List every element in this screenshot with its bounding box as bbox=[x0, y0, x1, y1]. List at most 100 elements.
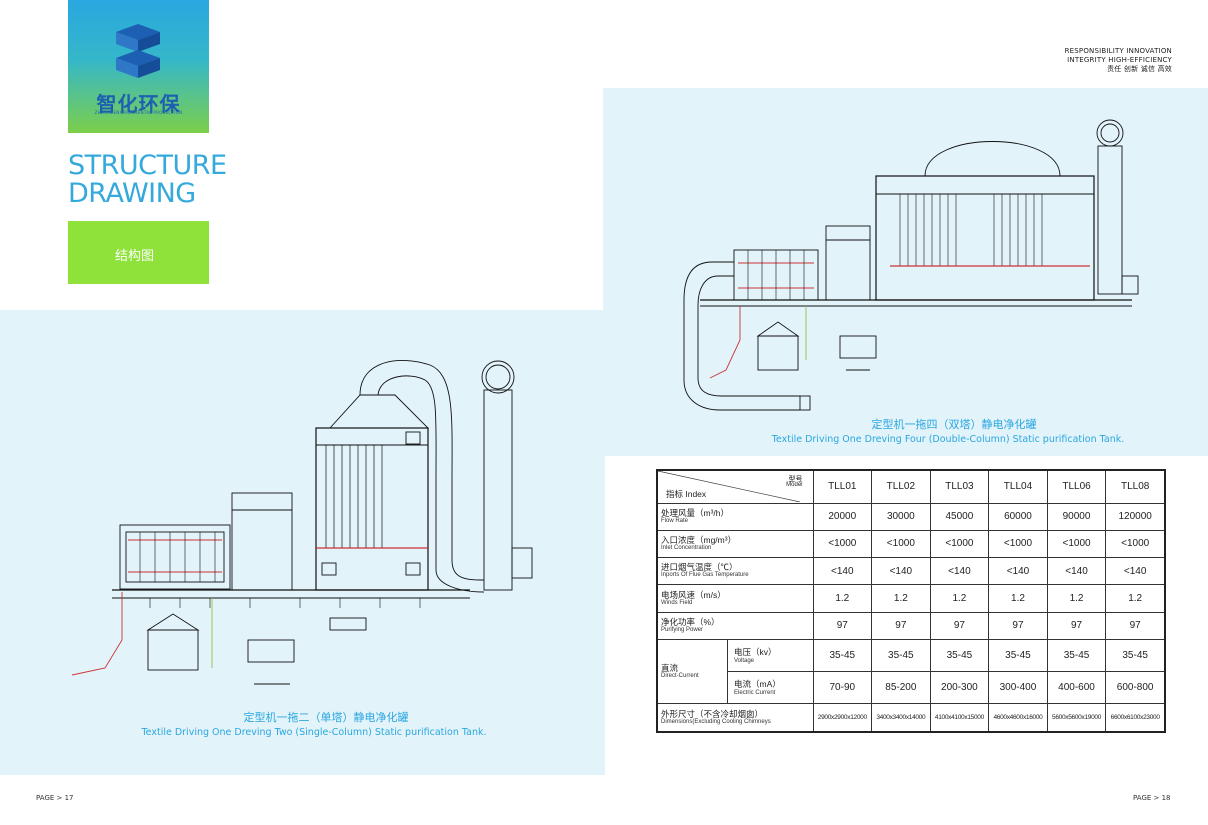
table-cell: <140 bbox=[812, 557, 873, 586]
motto-en-1: RESPONSIBILITY INNOVATION bbox=[1064, 47, 1172, 55]
right-caption-cn: 定型机一拖四（双塔）静电净化罐 bbox=[871, 418, 1037, 431]
table-cell: <140 bbox=[1046, 557, 1107, 586]
table-cell: <140 bbox=[871, 557, 931, 586]
table-cell: 97 bbox=[929, 611, 990, 641]
table-cell: <1000 bbox=[1105, 529, 1166, 559]
double-column-drawing bbox=[683, 119, 1139, 411]
voltage-label: 电压（kv）Voltage bbox=[727, 639, 814, 673]
motto: RESPONSIBILITY INNOVATION INTEGRITY HIGH… bbox=[1065, 47, 1172, 74]
row-label-en: Inports Of Flue Gas Temperature bbox=[661, 572, 749, 579]
brand-name-cn: 智化环保 bbox=[96, 92, 181, 116]
row-label: 进口烟气温度（℃）Inports Of Flue Gas Temperature bbox=[656, 557, 814, 586]
dc-label-en: Direct-Current bbox=[661, 672, 699, 679]
table-row: 进口烟气温度（℃）Inports Of Flue Gas Temperature… bbox=[656, 557, 1166, 586]
row-label-cn: 进口烟气温度（℃） bbox=[661, 562, 738, 573]
model-label-en: Model bbox=[786, 482, 803, 488]
row-label-en: Winds Field bbox=[661, 599, 693, 606]
spec-table: 指标 Index 型号 Model TLL01 TLL02 TLL03 TLL0… bbox=[656, 469, 1166, 733]
table-cell: 97 bbox=[812, 611, 873, 641]
table-cell: 5600x5600x19000 bbox=[1046, 703, 1107, 733]
section-tab: 结构图 bbox=[68, 221, 209, 284]
table-header-row: 指标 Index 型号 Model TLL01 TLL02 TLL03 TLL0… bbox=[656, 469, 1166, 504]
table-cell: <140 bbox=[988, 557, 1048, 586]
table-cell: 97 bbox=[1105, 611, 1166, 641]
table-cell: <1000 bbox=[812, 529, 873, 559]
row-label-cn: 处理风量（m³/h） bbox=[661, 507, 730, 518]
model-header: TLL02 bbox=[871, 469, 931, 504]
table-cell: 120000 bbox=[1105, 502, 1166, 531]
voltage-label-en: Voltage bbox=[734, 658, 755, 665]
brand-name-en: ZHIHUA ENVIRONMENTAL PROTECTION bbox=[94, 110, 183, 115]
table-row: 外形尺寸（不含冷却烟囱）Dimensions(Excluding Cooling… bbox=[656, 703, 1166, 733]
table-cell: <140 bbox=[929, 557, 990, 586]
table-cell: 4100x4100x15000 bbox=[929, 703, 990, 733]
table-cell: 97 bbox=[988, 611, 1048, 641]
table-cell: 200-300 bbox=[929, 671, 990, 705]
logo-icon bbox=[116, 24, 160, 78]
right-caption-en: Textile Driving One Dreving Four (Double… bbox=[771, 434, 1125, 445]
model-header: TLL06 bbox=[1046, 469, 1107, 504]
index-label: 指标 Index bbox=[666, 489, 707, 499]
table-cell: 70-90 bbox=[812, 671, 873, 705]
table-cell: <1000 bbox=[871, 529, 931, 559]
page-title: STRUCTURE DRAWING bbox=[68, 152, 227, 208]
table-cell: <1000 bbox=[1046, 529, 1107, 559]
row-label-en: Inlet Concentration bbox=[661, 544, 712, 551]
table-cell: 600-800 bbox=[1105, 671, 1166, 705]
table-cell: 35-45 bbox=[812, 639, 873, 673]
section-label: 结构图 bbox=[115, 249, 155, 264]
table-row: 电流（mA）Electric Current 70-90 85-200 200-… bbox=[657, 671, 1166, 705]
row-label: 净化功率（%）Purifying Power bbox=[656, 611, 814, 641]
table-cell: 35-45 bbox=[871, 639, 931, 673]
row-label: 处理风量（m³/h）Flow Rate bbox=[656, 502, 814, 531]
model-header: TLL03 bbox=[929, 469, 990, 504]
left-caption-cn: 定型机一拖二（单塔）静电净化罐 bbox=[243, 711, 409, 724]
row-label-cn: 净化功率（%） bbox=[661, 616, 720, 627]
table-cell: 4600x4600x16000 bbox=[988, 703, 1048, 733]
drawing-panel-right bbox=[603, 88, 1208, 456]
table-cell: 35-45 bbox=[1105, 639, 1166, 673]
table-cell: 300-400 bbox=[988, 671, 1048, 705]
brand-logo: 智化环保 ZHIHUA ENVIRONMENTAL PROTECTION bbox=[68, 0, 209, 133]
dc-label-cn: 直流 bbox=[661, 662, 679, 673]
table-cell: <1000 bbox=[988, 529, 1048, 559]
table-row: 入口浓度（mg/m³）Inlet Concentration <1000 <10… bbox=[656, 529, 1166, 559]
motto-en-2: INTEGRITY HIGH-EFFICIENCY bbox=[1067, 56, 1172, 64]
table-cell: 3400x3400x14000 bbox=[871, 703, 931, 733]
dim-label-cn: 外形尺寸（不含冷却烟囱） bbox=[661, 708, 764, 719]
table-cell: 1.2 bbox=[1046, 584, 1107, 613]
single-column-drawing bbox=[71, 360, 533, 685]
table-cell: 35-45 bbox=[988, 639, 1048, 673]
left-caption-en: Textile Driving One Dreving Two (Single-… bbox=[141, 727, 487, 738]
table-cell: 1.2 bbox=[871, 584, 931, 613]
row-label: 入口浓度（mg/m³）Inlet Concentration bbox=[656, 529, 814, 559]
table-row: 净化功率（%）Purifying Power 97 97 97 97 97 97 bbox=[656, 611, 1166, 641]
row-label-en: Purifying Power bbox=[661, 626, 704, 633]
current-label: 电流（mA）Electric Current bbox=[727, 671, 814, 705]
table-cell: 97 bbox=[871, 611, 931, 641]
row-label: 电场风速（m/s）Winds Field bbox=[656, 584, 814, 613]
motto-cn: 责任 创新 诚信 高效 bbox=[1107, 65, 1172, 73]
dim-label-en: Dimensions(Excluding Cooling Chimneys bbox=[661, 718, 771, 725]
table-cell: 35-45 bbox=[1046, 639, 1107, 673]
table-row: 处理风量（m³/h）Flow Rate 20000 30000 45000 60… bbox=[656, 502, 1166, 531]
index-header: 指标 Index 型号 Model bbox=[656, 469, 814, 504]
table-cell: 1.2 bbox=[812, 584, 873, 613]
title-line-2: DRAWING bbox=[68, 178, 196, 209]
model-label-cn: 型号 bbox=[788, 476, 803, 483]
table-cell: 45000 bbox=[929, 502, 990, 531]
table-cell: 35-45 bbox=[929, 639, 990, 673]
title-line-1: STRUCTURE bbox=[68, 150, 227, 181]
current-label-en: Electric Current bbox=[734, 690, 776, 697]
page-number-right: PAGE > 18 bbox=[1133, 794, 1171, 802]
page-number-left: PAGE > 17 bbox=[36, 794, 74, 802]
table-cell: 1.2 bbox=[988, 584, 1048, 613]
table-cell: 1.2 bbox=[1105, 584, 1166, 613]
table-cell: 90000 bbox=[1046, 502, 1107, 531]
table-cell: 400-600 bbox=[1046, 671, 1107, 705]
voltage-label-cn: 电压（kv） bbox=[734, 647, 777, 658]
table-cell: 97 bbox=[1046, 611, 1107, 641]
row-label-en: Flow Rate bbox=[661, 517, 689, 524]
